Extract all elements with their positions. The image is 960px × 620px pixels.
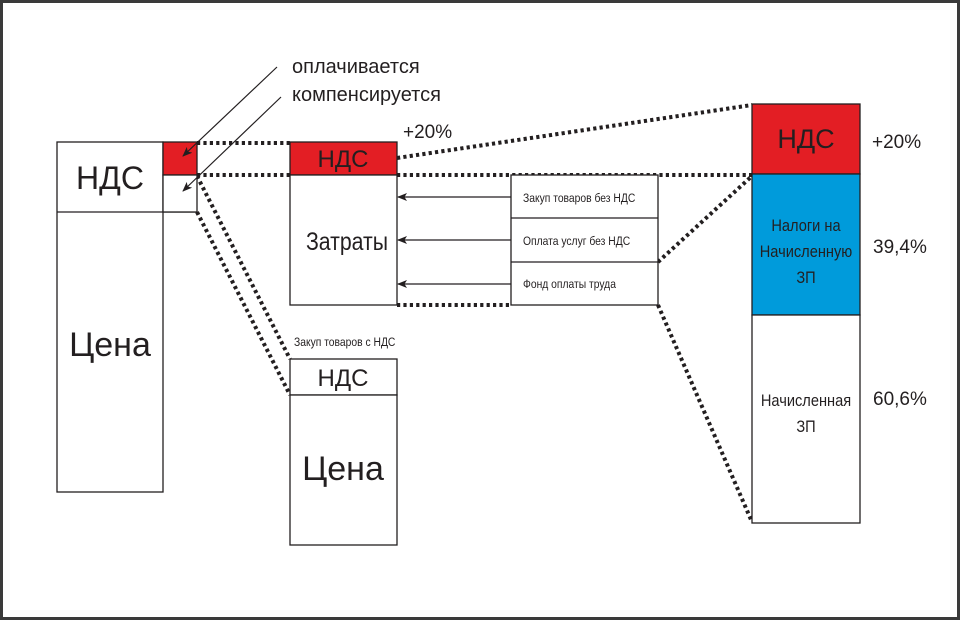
left-block-frame [56,141,164,493]
purchase-with-vat-caption: Закуп товаров с НДС [294,336,395,349]
left-price-label: Цена [69,326,151,364]
middle-vat-rate: +20% [403,122,452,143]
dotted-connectors [195,103,754,523]
right-accrued-salary-label: Начисленная ЗП [761,392,851,436]
cost-items-frame [510,174,659,306]
right-payroll-taxes-segment [751,173,861,316]
connector-compensated-to-purchase-vat-bottom [195,211,292,396]
purchase-vat-label: НДС [318,365,369,392]
purchase-price-cell [289,394,398,546]
left-block: НДС Цена [56,141,198,493]
middle-vat-label: НДС [318,146,369,173]
annotation-paid: оплачивается [292,56,420,78]
costs-box [289,174,398,306]
arrow-paid [182,66,278,157]
right-vat-value: +20% [872,132,921,153]
right-accrued-salary-value: 60,6% [873,389,927,410]
right-payroll-taxes-line-2: Начисленную [760,243,853,261]
cost-item-goods-purchase: Закуп товаров без НДС [523,192,635,205]
right-payroll-taxes-line-3: ЗП [796,269,815,287]
left-vat-compensated-cell [162,174,198,213]
purchase-vat-cell [289,358,398,396]
right-payroll-taxes-line-1: Налоги на [771,217,840,235]
annotation-compensated: компенсируется [292,84,441,106]
right-accrued-salary-line-2: ЗП [796,418,815,436]
middle-top-block: НДС +20% Затраты [289,122,452,306]
arrow-compensated [182,96,282,192]
right-block: НДС +20% Налоги на Начисленную ЗП 39,4% … [751,103,927,524]
right-vat-segment [751,103,861,175]
left-vat-label: НДС [76,160,144,196]
cost-item-arrows [397,193,511,288]
cost-item-labour-fund: Фонд оплаты труда [523,278,617,291]
purchase-price-label: Цена [302,450,384,488]
annotation-arrows [182,66,282,192]
right-accrued-salary-line-1: Начисленная [761,392,851,410]
connector-labour-fund-to-taxes [656,174,754,264]
connector-compensated-to-purchase-vat-top [195,175,292,360]
connector-labour-fund-to-salary-bottom [656,304,754,523]
right-payroll-taxes-value: 39,4% [873,237,927,258]
middle-vat-cell [289,141,398,176]
costs-label: Затраты [306,227,388,255]
right-accrued-salary-segment [751,314,861,524]
right-vat-label: НДС [777,124,834,154]
middle-bottom-block: Закуп товаров с НДС НДС Цена [289,336,398,546]
right-payroll-taxes-label: Налоги на Начисленную ЗП [760,217,853,287]
connector-middle-vat-to-right-vat-top [396,103,753,160]
cost-items-box: Закуп товаров без НДС Оплата услуг без Н… [510,174,659,306]
cost-item-services-payment: Оплата услуг без НДС [523,235,630,248]
